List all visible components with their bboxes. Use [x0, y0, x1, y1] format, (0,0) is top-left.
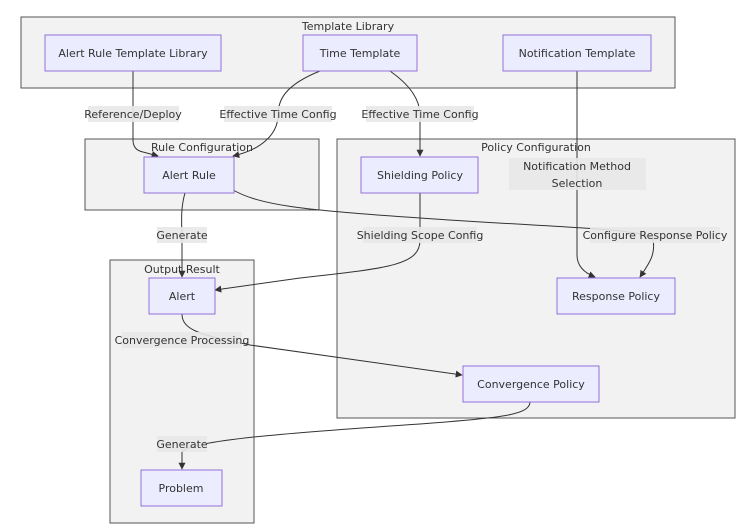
edge-label-effective-time-config-rule: Effective Time Config [219, 106, 337, 122]
edges [132, 70, 655, 470]
node-problem[interactable]: Problem [140, 469, 223, 507]
edge-label-reference-deploy: Reference/Deploy [84, 106, 182, 122]
node-convergence-policy[interactable]: Convergence Policy [462, 365, 600, 403]
svg-text:Effective Time Config: Effective Time Config [361, 108, 478, 121]
svg-text:Alert Rule: Alert Rule [162, 169, 216, 182]
edge-label-shielding-scope-config: Shielding Scope Config [357, 227, 484, 243]
svg-text:Shielding Policy: Shielding Policy [377, 169, 463, 182]
node-alert[interactable]: Alert [148, 277, 216, 315]
svg-text:Problem: Problem [159, 482, 204, 495]
svg-text:Generate: Generate [156, 438, 208, 451]
cluster-rule-configuration-title: Rule Configuration [151, 141, 253, 154]
svg-text:Notification Template: Notification Template [519, 47, 636, 60]
edge-alert-rule-to-response [232, 189, 655, 278]
svg-text:Effective Time Config: Effective Time Config [219, 108, 336, 121]
cluster-rule-configuration: Rule Configuration [84, 138, 320, 211]
svg-text:Convergence Policy: Convergence Policy [477, 378, 585, 391]
svg-text:Notification Method: Notification Method [523, 160, 631, 173]
svg-text:Response Policy: Response Policy [572, 290, 660, 303]
edge-label-effective-time-config-shield: Effective Time Config [361, 106, 479, 122]
svg-text:Generate: Generate [156, 229, 208, 242]
svg-text:Alert: Alert [169, 290, 196, 303]
svg-text:Alert Rule Template Library: Alert Rule Template Library [58, 47, 208, 60]
edge-label-generate-problem: Generate [156, 436, 208, 452]
svg-text:Configure Response Policy: Configure Response Policy [583, 229, 728, 242]
svg-text:Convergence Processing: Convergence Processing [115, 334, 250, 347]
label-notification-method-selection: Notification Method Selection [509, 158, 646, 190]
svg-text:Time Template: Time Template [319, 47, 401, 60]
edge-labels: Reference/Deploy Effective Time Config E… [84, 106, 728, 452]
svg-text:Selection: Selection [552, 177, 603, 190]
node-alert-rule[interactable]: Alert Rule [143, 156, 235, 194]
edge-notification-to-response [576, 71, 596, 278]
edge-label-convergence-processing: Convergence Processing [115, 332, 250, 348]
node-notification-template[interactable]: Notification Template [502, 34, 652, 72]
node-shielding-policy[interactable]: Shielding Policy [360, 156, 479, 194]
edge-template-to-alert-rule [132, 71, 159, 158]
edge-label-configure-response-policy: Configure Response Policy [583, 227, 728, 243]
node-time-template[interactable]: Time Template [302, 34, 418, 72]
svg-text:Reference/Deploy: Reference/Deploy [84, 108, 182, 121]
edge-shielding-to-alert [214, 193, 421, 293]
edge-label-generate-alert: Generate [156, 227, 208, 243]
node-response-policy[interactable]: Response Policy [556, 277, 676, 315]
cluster-template-library-title: Template Library [301, 20, 395, 33]
cluster-policy-configuration-title: Policy Configuration [481, 141, 591, 154]
svg-text:Shielding Scope Config: Shielding Scope Config [357, 229, 484, 242]
node-alert-rule-template-library[interactable]: Alert Rule Template Library [44, 34, 222, 72]
